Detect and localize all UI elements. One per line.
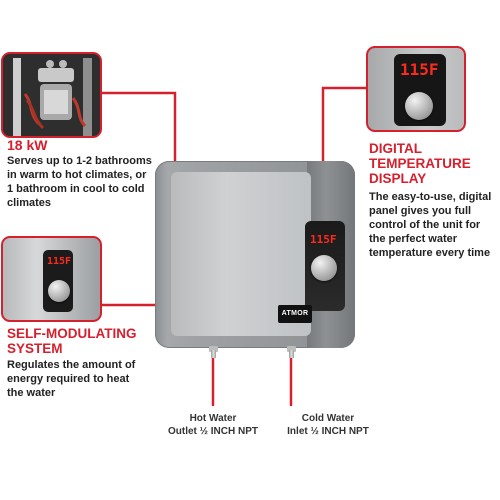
heater-temperature-readout: 115F [310,233,337,246]
power-title: 18 kW [7,137,48,153]
hot-water-caption: Hot Water Outlet ½ INCH NPT [153,412,273,438]
modulating-system-photo: 115F [1,236,102,322]
hot-water-outlet-pipe [211,350,216,358]
closeup-temperature-knob [405,92,433,120]
brand-logo: ATMOR [278,305,312,323]
digital-display-photo: 115F [366,46,466,132]
power-description: Serves up to 1-2 bathrooms in warm to ho… [7,155,152,209]
hot-water-label: Hot Water [189,413,237,424]
display-title: DIGITAL TEMPERATURE DISPLAY [369,141,471,186]
mini-temperature-readout: 115F [47,256,72,267]
modulating-title: SELF-MODULATING SYSTEM [7,326,137,356]
internal-components-photo [1,52,102,138]
cold-water-inlet-pipe [289,350,294,358]
closeup-temperature-readout: 115F [400,60,439,79]
callout-line-power [98,91,177,184]
cold-water-caption: Cold Water Inlet ½ INCH NPT [268,412,388,438]
cold-inlet-nut [287,346,296,352]
display-description: The easy-to-use, digital panel gives you… [369,191,492,259]
heating-element-illustration [3,54,100,136]
cold-water-label: Cold Water [301,413,355,424]
cold-water-spec: Inlet ½ INCH NPT [287,426,369,437]
modulating-description: Regulates the amount of energy required … [7,359,136,399]
water-heater-unit: 115F ATMOR [155,161,355,348]
mini-temperature-knob [48,280,70,302]
heater-temperature-knob[interactable] [311,255,337,281]
hot-outlet-nut [209,346,218,352]
hot-water-spec: Outlet ½ INCH NPT [167,426,258,437]
